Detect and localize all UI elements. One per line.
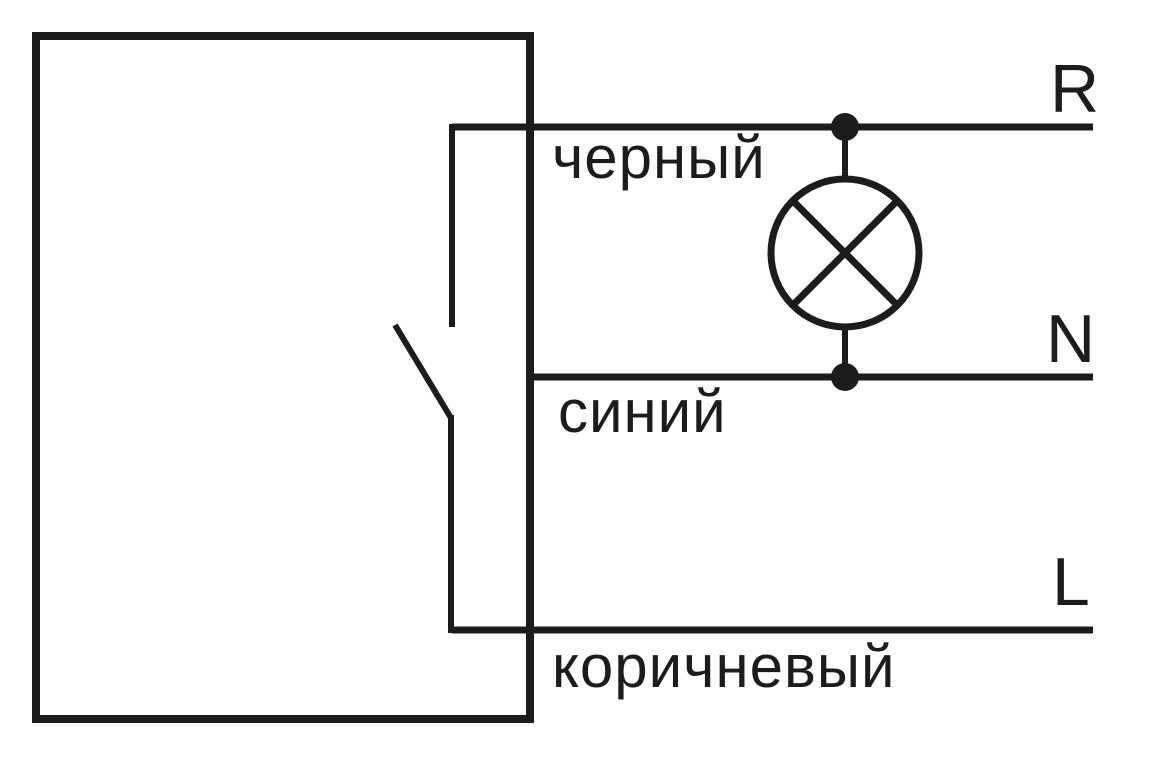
- terminal-label-l: L: [1052, 544, 1090, 620]
- junction-dot-top: [831, 113, 859, 141]
- switch-blade: [392, 323, 454, 420]
- terminal-label-n: N: [1046, 301, 1095, 377]
- lamp-cross-diagonal-2: [790, 198, 900, 308]
- lamp-icon: [767, 127, 923, 377]
- wire-label-blue: синий: [558, 378, 727, 445]
- terminal-label-r: R: [1050, 51, 1099, 127]
- junction-dot-bottom: [831, 363, 859, 391]
- wire-label-brown: коричневый: [552, 633, 895, 700]
- device-box: [32, 32, 534, 723]
- wire-label-black: черный: [552, 124, 766, 191]
